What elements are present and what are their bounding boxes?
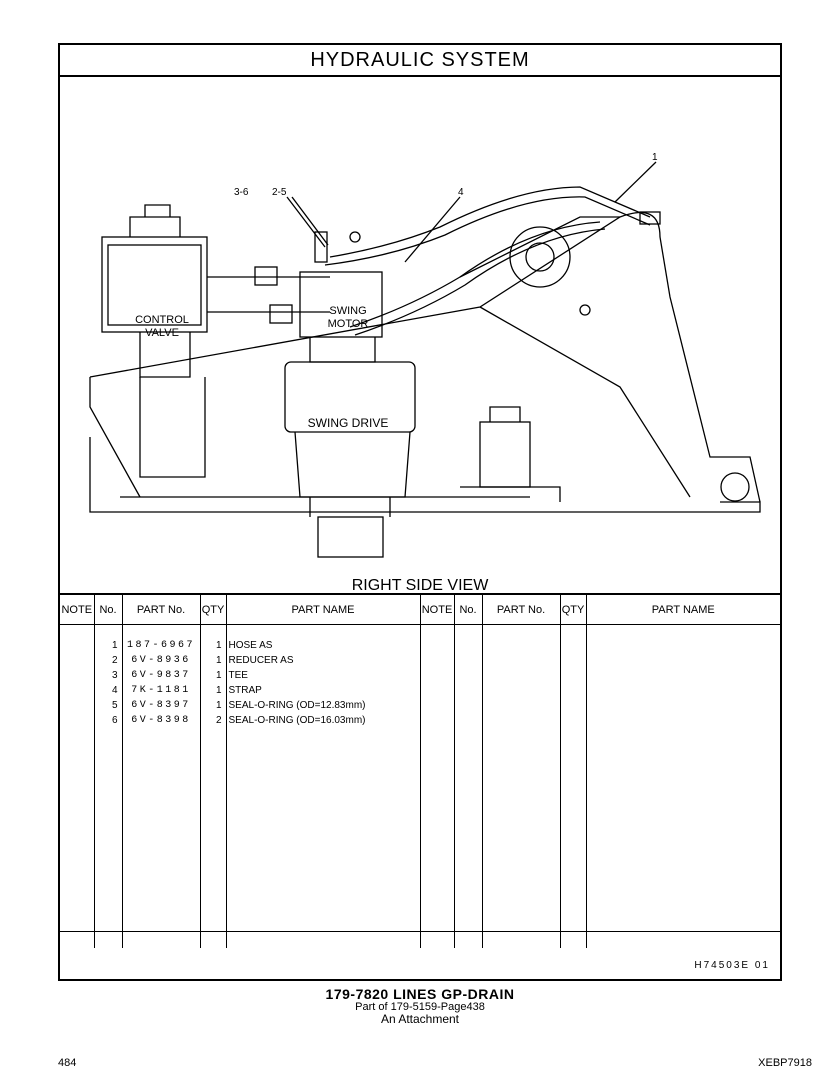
row-part-name: SEAL-O-RING (OD=12.83mm)	[226, 700, 421, 715]
row-part-name: HOSE AS	[226, 640, 421, 655]
row-qty: 1	[200, 655, 227, 670]
reference-code: H74503E 01	[694, 960, 770, 971]
row-no: 4	[94, 685, 123, 700]
row-part-no: 7K-1181	[122, 685, 201, 700]
diagram-svg	[89, 161, 761, 558]
row-part-no: 6V-8936	[122, 655, 201, 670]
callout-2-5: 2-5	[272, 187, 287, 198]
row-qty: 1	[200, 640, 227, 655]
row-part-name: TEE	[226, 670, 421, 685]
table-bottom-rule	[60, 931, 780, 932]
row-qty: 1	[200, 670, 227, 685]
page-frame: HYDRAULIC SYSTEM	[58, 43, 782, 981]
col-note: NOTE	[60, 593, 95, 625]
col-part-no-2: PART No.	[482, 593, 561, 625]
row-qty: 1	[200, 700, 227, 715]
row-part-name: REDUCER AS	[226, 655, 421, 670]
col-qty: QTY	[200, 593, 227, 625]
caption-title: 179-7820 LINES GP-DRAIN	[325, 986, 515, 1002]
row-no: 3	[94, 670, 123, 685]
view-label: RIGHT SIDE VIEW	[351, 577, 489, 594]
row-part-no: 6V-8398	[122, 715, 201, 730]
row-part-no: 6V-8397	[122, 700, 201, 715]
col-part-no: PART No.	[122, 593, 201, 625]
caption-attachment: An Attachment	[380, 1012, 460, 1026]
row-no: 1	[94, 640, 123, 655]
caption-part-of: Part of 179-5159-Page438	[355, 1001, 485, 1013]
row-qty: 2	[200, 715, 227, 730]
swing-motor-label: SWING MOTOR	[327, 305, 369, 330]
hydraulic-diagram: CONTROL VALVE SWING MOTOR SWING DRIVE 1 …	[60, 77, 780, 637]
page-number: 484	[58, 1057, 77, 1069]
col-no: No.	[94, 593, 123, 625]
page-title: HYDRAULIC SYSTEM	[60, 45, 780, 77]
col-note-2: NOTE	[420, 593, 455, 625]
parts-table: NOTE No. PART No. QTY PART NAME NOTE No.…	[60, 593, 780, 948]
col-qty-2: QTY	[560, 593, 587, 625]
swing-drive-label: SWING DRIVE	[307, 416, 389, 430]
row-part-name: SEAL-O-RING (OD=16.03mm)	[226, 715, 421, 730]
col-no-2: No.	[454, 593, 483, 625]
row-no: 5	[94, 700, 123, 715]
callout-3-6: 3-6	[234, 187, 249, 198]
document-id: XEBP7918	[758, 1057, 812, 1069]
control-valve-label: CONTROL VALVE	[135, 314, 189, 339]
row-no: 6	[94, 715, 123, 730]
table-header-row: NOTE No. PART No. QTY PART NAME NOTE No.…	[60, 593, 780, 625]
callout-1: 1	[652, 152, 658, 163]
col-part-name: PART NAME	[226, 593, 421, 625]
row-no: 2	[94, 655, 123, 670]
row-qty: 1	[200, 685, 227, 700]
row-part-no: 6V-9837	[122, 670, 201, 685]
row-part-no: 187-6967	[122, 640, 201, 655]
col-part-name-2: PART NAME	[586, 593, 780, 625]
callout-4: 4	[458, 187, 464, 198]
row-part-name: STRAP	[226, 685, 421, 700]
